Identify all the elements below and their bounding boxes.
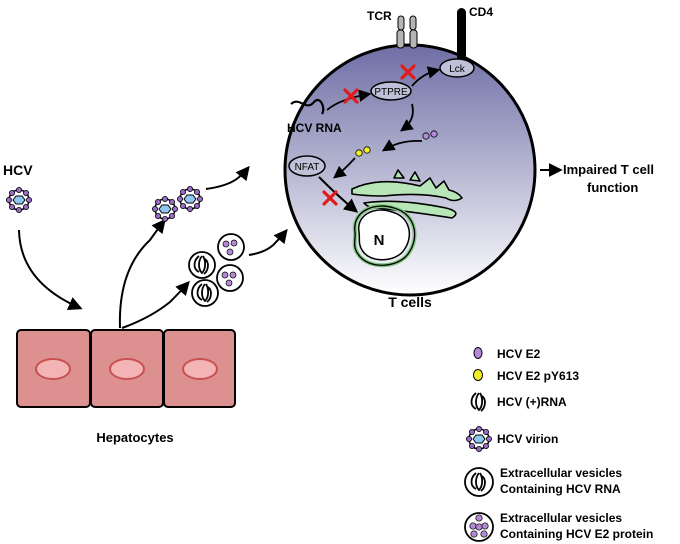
- cd4-label: CD4: [469, 5, 493, 19]
- legend-item-rna: HCV (+)RNA: [470, 392, 567, 412]
- ev-release-arrow: [121, 280, 190, 329]
- inhibit-x-icon: [400, 64, 416, 80]
- hepatocyte-nucleus: [109, 358, 145, 380]
- nucleus-label: N: [374, 232, 385, 249]
- legend-label: HCV E2 pY613: [497, 369, 579, 383]
- nucleus-outline: [353, 205, 416, 266]
- virion-to-tcell-arrow: [205, 165, 250, 190]
- hepatocytes-label: Hepatocytes: [96, 430, 173, 445]
- ptpre-to-lck-arrow: [411, 66, 441, 87]
- hcv-to-hepatocyte-arrow: [18, 229, 83, 310]
- legend-label: HCV E2: [497, 347, 541, 361]
- outcome-line1: Impaired T cell: [563, 162, 654, 177]
- ev-e2-vesicle: [216, 264, 244, 292]
- legend-item-ev-e2: Extracellular vesicles Containing HCV E2…: [464, 511, 653, 542]
- ev-e2-vesicle: [217, 233, 245, 261]
- legend-item-ev-rna: Extracellular vesicles Containing HCV RN…: [464, 466, 622, 497]
- cd4-receptor-icon: [457, 8, 466, 63]
- hcv-e2-particles: [422, 130, 438, 140]
- legend-item-e2: HCV E2: [473, 347, 541, 361]
- virion-release-arrow: [118, 218, 166, 329]
- hcv-rna-label: HCV RNA: [287, 121, 342, 135]
- ptpre-label: PTPRE: [374, 87, 408, 98]
- nucleus-membrane: [358, 209, 411, 261]
- t-cell: TCR CD4 Lck PTPRE HCV RNA: [283, 5, 537, 310]
- lck-label: Lck: [449, 64, 466, 75]
- hepatocyte-layer: [16, 329, 236, 408]
- t-cells-label: T cells: [388, 294, 432, 310]
- nfat-to-nucleus-arrow: [318, 176, 359, 213]
- legend-label: HCV (+)RNA: [497, 395, 567, 409]
- nfat-label: NFAT: [295, 162, 320, 173]
- hcv-virion-icon: [151, 195, 179, 223]
- legend: HCV E2 HCV E2 pY613 HCV (+)RNA HCV virio…: [464, 347, 653, 542]
- legend-label-line1: Extracellular vesicles: [500, 511, 622, 525]
- tcr-label: TCR: [367, 9, 392, 23]
- outcome-line2: function: [587, 180, 638, 195]
- hcv-rna-squiggle: [290, 98, 325, 115]
- hcv-e2-py613-particles: [355, 146, 371, 157]
- hcv-e2-icon: [473, 347, 483, 359]
- hcv-virion-icon: [465, 425, 493, 453]
- legend-item-e2-py613: HCV E2 pY613: [473, 369, 579, 383]
- ptpre-down-arrow: [399, 103, 414, 132]
- hcv-virion-icon: [5, 186, 33, 214]
- hcv-e2-py613-icon: [473, 369, 483, 381]
- hcv-virion-icon: [176, 185, 204, 213]
- tcr-receptor-icon: [396, 15, 418, 49]
- inhibit-x-icon: [322, 190, 338, 206]
- legend-label-line2: Containing HCV RNA: [500, 482, 621, 496]
- nfat-node: [288, 155, 326, 177]
- py613-to-nfat-arrow: [333, 157, 356, 179]
- ev-rna-icon: [464, 467, 494, 497]
- legend-label-line1: Extracellular vesicles: [500, 466, 622, 480]
- hcv-label: HCV: [3, 162, 33, 178]
- rna-to-ptpre-arrow: [326, 89, 372, 111]
- hepatocyte-nucleus: [182, 358, 218, 380]
- inhibit-x-icon: [343, 88, 359, 104]
- hepatocyte-nucleus: [35, 358, 71, 380]
- legend-label: HCV virion: [497, 432, 558, 446]
- legend-label-line2: Containing HCV E2 protein: [500, 527, 653, 541]
- ev-rna-vesicle: [191, 279, 219, 307]
- ev-to-tcell-arrow: [248, 228, 288, 256]
- ev-rna-vesicle: [188, 251, 216, 279]
- e2-to-py613-arrow: [381, 139, 423, 152]
- legend-item-virion: HCV virion: [465, 425, 558, 453]
- hcv-rna-icon: [470, 392, 486, 412]
